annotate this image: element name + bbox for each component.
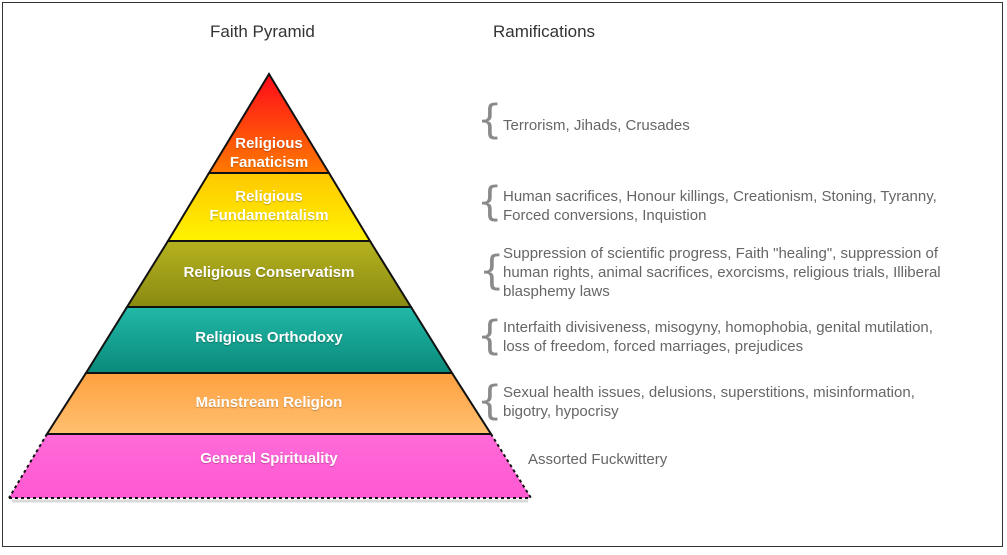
brace-icon: { [477,179,503,225]
tier-spirituality-band [9,434,531,498]
ramification-conservatism: Suppression of scientific progress, Fait… [503,245,941,300]
brace-icon: { [479,248,505,294]
ramification-fanaticism: Terrorism, Jihads, Crusades [503,117,690,134]
tier-label-fundamentalism: Religious Fundamentalism [209,188,329,224]
tier-label-conservatism: Religious Conservatism [183,264,355,281]
ramifications-title: Ramifications [493,22,596,41]
tier-label-spirituality: General Spirituality [200,450,338,467]
ramification-mainstream: Sexual health issues, delusions, superst… [503,384,915,420]
tier-label-orthodoxy: Religious Orthodoxy [195,329,343,346]
brace-icon: { [477,378,503,424]
ramification-spirituality: Assorted Fuckwittery [528,451,668,468]
pyramid-title: Faith Pyramid [210,22,315,41]
ramification-orthodoxy: Interfaith divisiveness, misogyny, homop… [503,319,933,355]
brace-icon: { [477,313,503,359]
brace-icon: { [477,97,503,143]
tier-label-mainstream: Mainstream Religion [195,394,343,411]
ramification-fundamentalism: Human sacrifices, Honour killings, Creat… [503,188,937,224]
tier-label-fanaticism: Religious Fanaticism [229,135,309,171]
